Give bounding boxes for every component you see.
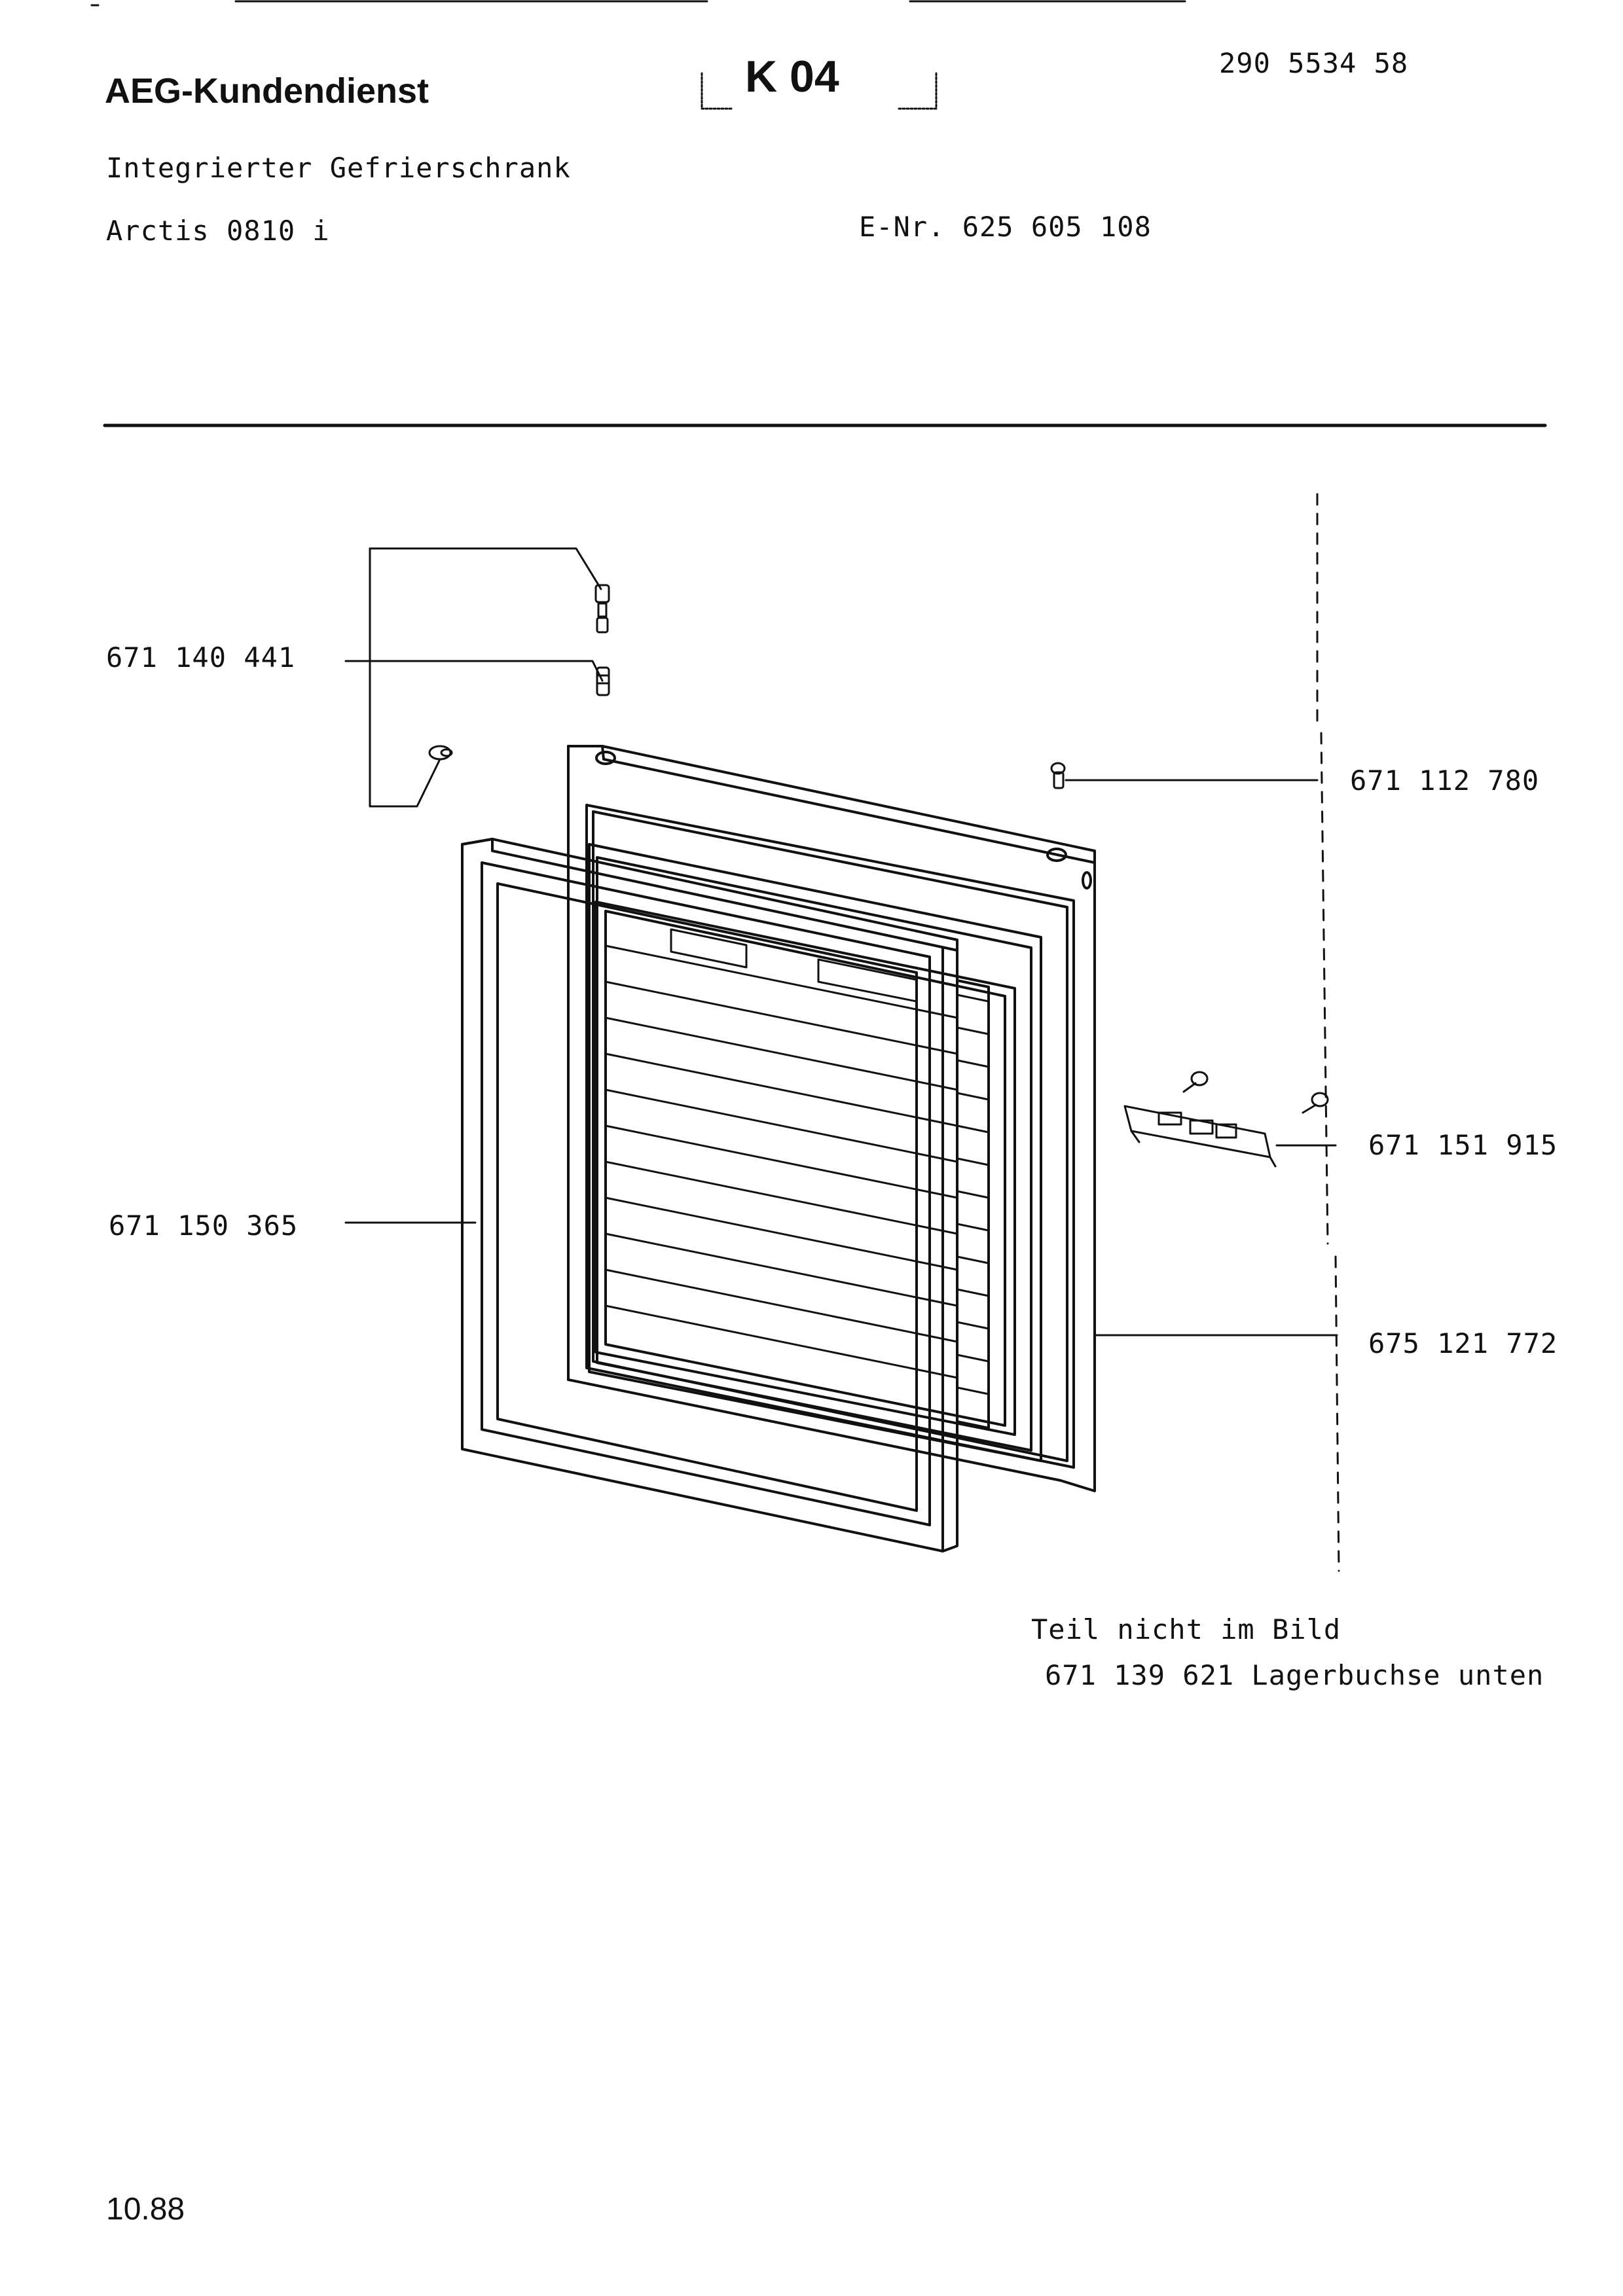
- sheet-code: K 04: [745, 52, 839, 101]
- sheet-date: 10.88: [106, 2192, 185, 2227]
- panel-slats: [604, 944, 990, 1395]
- part-label-bearing-pin: 671 112 780: [1350, 764, 1540, 797]
- sheet-code-brackets: [701, 72, 938, 110]
- hinge-screw-icon: [428, 584, 610, 761]
- inner-panel: [594, 901, 1016, 1436]
- top-edge-marks: [90, 0, 1186, 7]
- door-liner: [588, 843, 1042, 1462]
- document-number: 290 5534 58: [1219, 47, 1409, 79]
- brand-title: AEG-Kundendienst: [105, 71, 429, 111]
- reference-dashed-line: [1316, 493, 1340, 1572]
- model-name: Arctis 0810 i: [106, 215, 330, 247]
- part-label-door: 675 121 772: [1368, 1327, 1558, 1359]
- part-label-handle-bracket: 671 151 915: [1368, 1129, 1558, 1161]
- not-pictured-part: 671 139 621 Lagerbuchse unten: [1045, 1659, 1544, 1691]
- product-type: Integrierter Gefrierschrank: [106, 152, 571, 184]
- part-label-hinge-screw: 671 140 441: [106, 641, 296, 673]
- leader-lines: [344, 547, 1338, 1336]
- e-number: E-Nr. 625 605 108: [859, 211, 1152, 243]
- bearing-pin-icon: [1050, 762, 1066, 789]
- not-pictured-note: Teil nicht im Bild: [1031, 1613, 1341, 1645]
- door-seal-frame: [461, 838, 958, 1552]
- handle-bracket-icon: [1123, 1071, 1329, 1168]
- part-label-door-seal: 671 150 365: [109, 1210, 299, 1242]
- door-frame: [567, 745, 1096, 1492]
